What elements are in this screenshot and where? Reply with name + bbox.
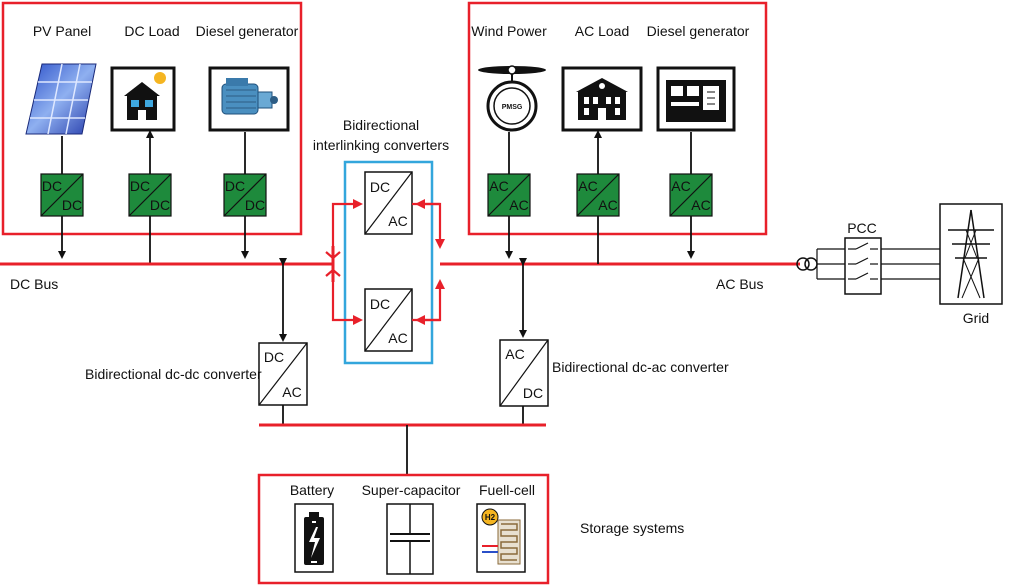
storage-systems-label: Storage systems <box>580 520 684 536</box>
ac-diesel-label: Diesel generator <box>647 23 750 39</box>
ac-bus-label: AC Bus <box>716 276 763 292</box>
svg-text:DC: DC <box>225 178 245 194</box>
svg-text:DC: DC <box>42 178 62 194</box>
pcc-label: PCC <box>847 220 877 236</box>
dc-dc-storage-converter: DC AC <box>258 342 308 406</box>
ac-sources-frame <box>467 1 768 236</box>
supercapacitor-icon <box>386 503 434 575</box>
svg-text:AC: AC <box>691 197 710 213</box>
svg-text:DC: DC <box>62 197 82 213</box>
genset-icon <box>656 66 736 132</box>
dc-dc-converter-diesel: DC DC <box>223 173 267 217</box>
svg-text:AC: AC <box>578 178 597 194</box>
svg-text:AC: AC <box>388 330 407 346</box>
interlink-title-line1: Bidirectional <box>343 117 419 133</box>
svg-text:DC: DC <box>370 179 390 195</box>
dc-load-label: DC Load <box>124 23 179 39</box>
grid-label: Grid <box>963 310 989 326</box>
dc-diesel-label: Diesel generator <box>196 23 299 39</box>
svg-text:AC: AC <box>282 384 301 400</box>
interlinking-frame <box>343 160 434 365</box>
dc-dc-converter-label: Bidirectional dc-dc converter <box>85 366 262 382</box>
dc-bus-label: DC Bus <box>10 276 58 292</box>
grid-tower-icon <box>939 203 1003 305</box>
svg-text:DC: DC <box>264 349 284 365</box>
dc-dc-converter-load: DC DC <box>128 173 172 217</box>
svg-text:DC: DC <box>245 197 265 213</box>
svg-text:AC: AC <box>509 197 528 213</box>
dc-ac-converter-label: Bidirectional dc-ac converter <box>552 359 729 375</box>
svg-text:AC: AC <box>388 213 407 229</box>
pv-panel-label: PV Panel <box>33 23 91 39</box>
building-icon <box>561 66 643 132</box>
svg-text:DC: DC <box>130 178 150 194</box>
interlink-converter-bottom: DC AC <box>364 288 413 352</box>
fuel-cell-label: Fuell-cell <box>479 482 535 498</box>
interlink-converter-top: DC AC <box>364 171 413 235</box>
wind-power-label: Wind Power <box>471 23 547 39</box>
battery-label: Battery <box>290 482 334 498</box>
dc-ac-storage-converter: AC DC <box>499 339 549 407</box>
svg-text:DC: DC <box>370 296 390 312</box>
pmsg-text: PMSG <box>502 104 523 111</box>
battery-icon <box>294 503 334 573</box>
ac-ac-converter-wind: AC AC <box>487 173 531 217</box>
pv-panel-icon <box>25 63 97 135</box>
svg-text:AC: AC <box>505 346 524 362</box>
svg-text:DC: DC <box>150 197 170 213</box>
ac-load-label: AC Load <box>575 23 629 39</box>
storage-frame <box>257 473 550 585</box>
svg-text:DC: DC <box>523 385 543 401</box>
interlink-title-line2: interlinking converters <box>313 137 449 153</box>
dc-sources-frame <box>1 1 303 236</box>
dc-dc-converter-pv: DC DC <box>40 173 84 217</box>
svg-text:AC: AC <box>671 178 690 194</box>
svg-text:AC: AC <box>489 178 508 194</box>
house-icon <box>110 66 176 132</box>
pcc-switch <box>844 237 882 295</box>
wind-turbine-icon: PMSG <box>478 65 546 132</box>
fuel-cell-icon: H2 <box>476 503 526 573</box>
ac-ac-converter-diesel: AC AC <box>669 173 713 217</box>
svg-text:AC: AC <box>598 197 617 213</box>
interlink-red-arrows <box>331 199 445 325</box>
ac-ac-converter-load: AC AC <box>576 173 620 217</box>
supercapacitor-label: Super-capacitor <box>362 482 461 498</box>
motor-icon <box>208 66 290 132</box>
h2-text: H2 <box>485 513 496 522</box>
